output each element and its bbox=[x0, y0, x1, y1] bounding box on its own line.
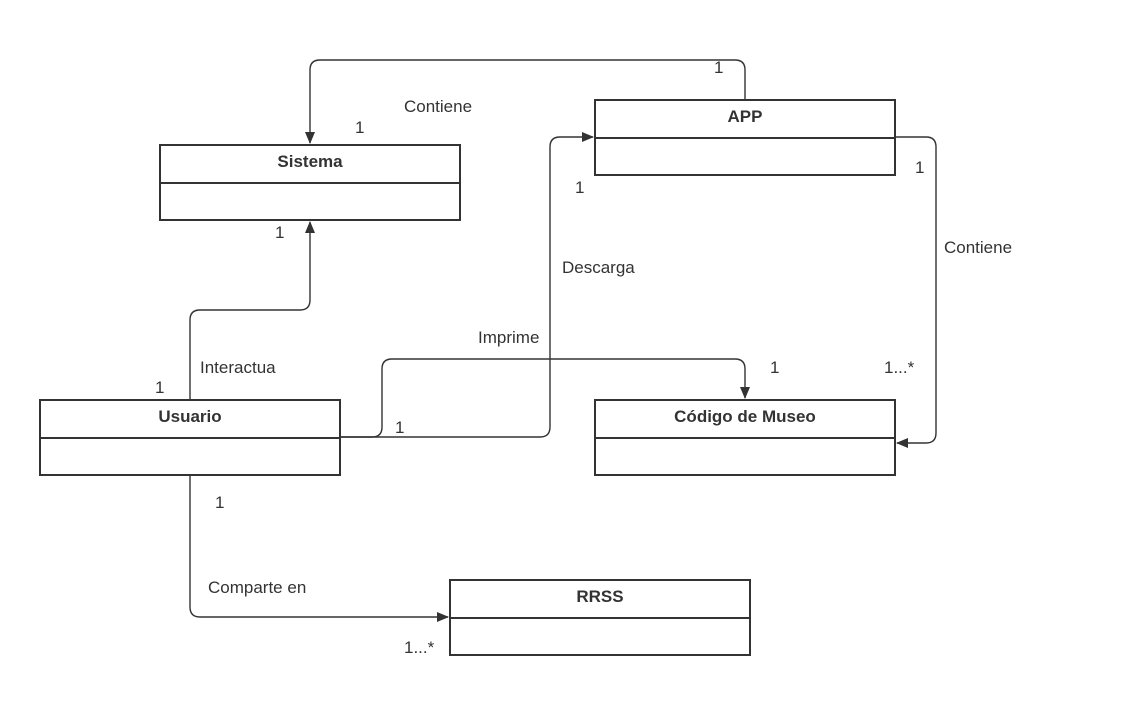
mult-usuario-rrss-source: 1 bbox=[215, 493, 225, 512]
mult-app-sistema-source: 1 bbox=[714, 58, 724, 77]
edge-app-sistema bbox=[305, 59, 746, 144]
class-sistema[interactable]: Sistema bbox=[159, 144, 461, 221]
edge-usuario-codigo bbox=[341, 358, 750, 438]
edge-usuario-sistema bbox=[189, 221, 315, 400]
class-sistema-body bbox=[161, 184, 459, 218]
mult-app-codigo-target: 1...* bbox=[884, 358, 915, 377]
label-usuario-rrss: Comparte en bbox=[208, 578, 307, 597]
class-app-body bbox=[596, 139, 894, 173]
label-usuario-codigo: Imprime bbox=[478, 328, 540, 347]
label-usuario-app: Descarga bbox=[562, 258, 635, 277]
edge-app-codigo bbox=[896, 136, 937, 448]
label-app-sistema: Contiene bbox=[404, 97, 473, 116]
class-app-name: APP bbox=[596, 101, 894, 139]
mult-usuario-codigo-target: 1 bbox=[770, 358, 780, 377]
mult-usuario-sistema-target: 1 bbox=[275, 223, 285, 242]
class-rrss[interactable]: RRSS bbox=[449, 579, 751, 656]
class-rrss-name: RRSS bbox=[451, 581, 749, 619]
mult-app-sistema-target: 1 bbox=[355, 118, 365, 137]
class-app[interactable]: APP bbox=[594, 99, 896, 176]
label-usuario-sistema: Interactua bbox=[200, 358, 276, 377]
class-usuario-name: Usuario bbox=[41, 401, 339, 439]
class-codigo-museo-name: Código de Museo bbox=[596, 401, 894, 439]
class-rrss-body bbox=[451, 619, 749, 653]
mult-usuario-app-target: 1 bbox=[575, 178, 585, 197]
mult-app-codigo-source: 1 bbox=[915, 158, 925, 177]
edge-usuario-rrss bbox=[189, 476, 449, 622]
mult-usuario-rrss-target: 1...* bbox=[404, 638, 435, 657]
class-sistema-name: Sistema bbox=[161, 146, 459, 184]
mult-usuario-app-source: 1 bbox=[395, 418, 405, 437]
class-usuario-body bbox=[41, 439, 339, 473]
mult-usuario-sistema-source: 1 bbox=[155, 378, 165, 397]
class-codigo-museo[interactable]: Código de Museo bbox=[594, 399, 896, 476]
class-usuario[interactable]: Usuario bbox=[39, 399, 341, 476]
edge-usuario-app bbox=[341, 132, 594, 438]
label-app-codigo: Contiene bbox=[944, 238, 1013, 257]
class-codigo-museo-body bbox=[596, 439, 894, 473]
